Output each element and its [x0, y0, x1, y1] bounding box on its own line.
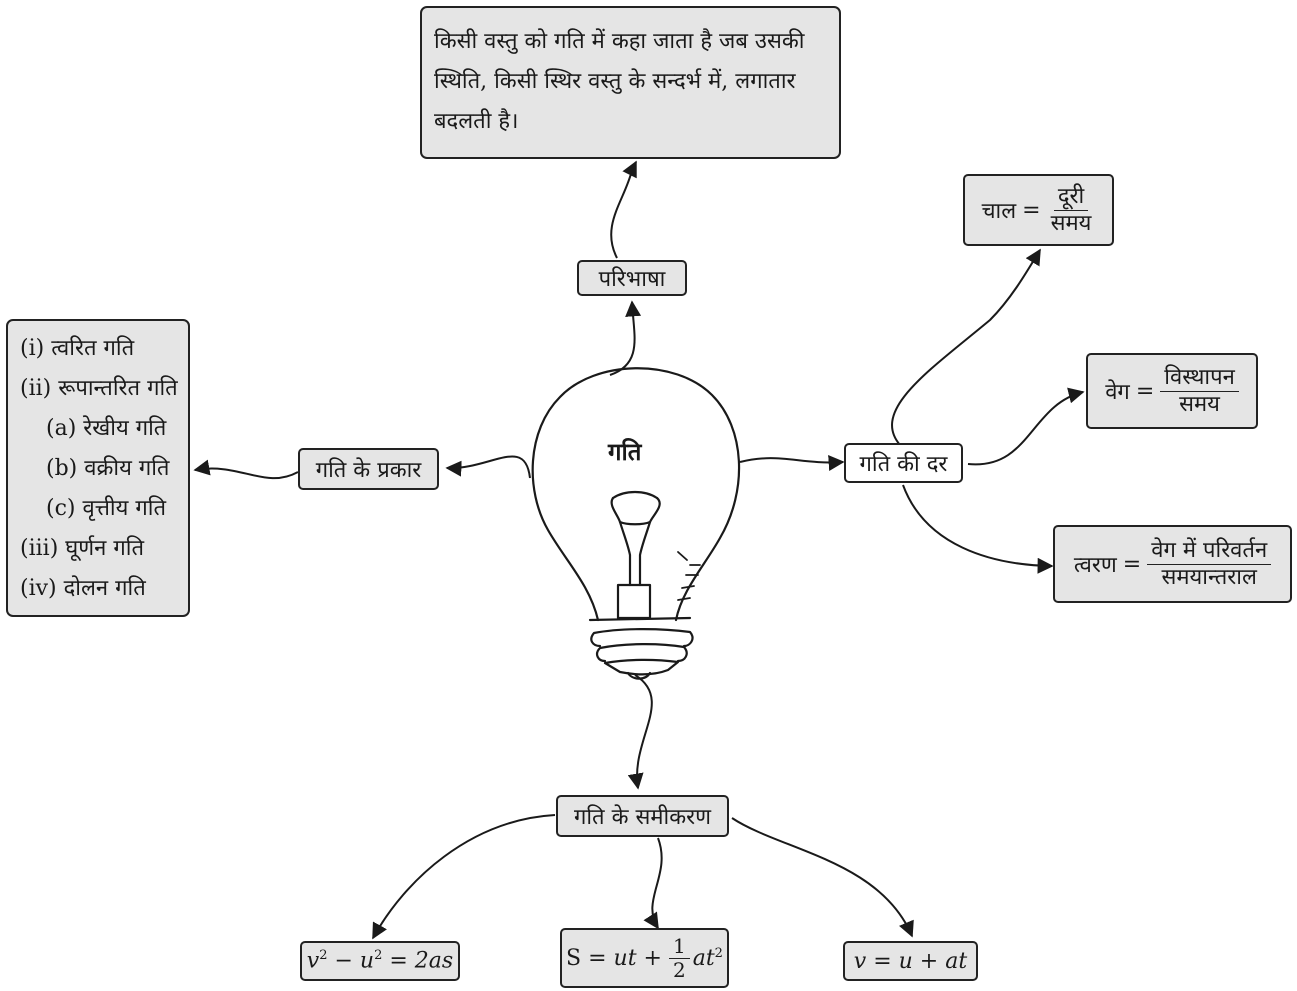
connector-equations-to-eq3	[731, 817, 914, 938]
speed-numerator: दूरी	[1053, 185, 1089, 211]
connector-rate-to-acceleration	[902, 484, 1054, 574]
velocity-numerator: विस्थापन	[1160, 366, 1239, 392]
speed-lhs: चाल	[981, 199, 1017, 224]
definition-line-1: किसी वस्तु को गति में कहा जाता है जब उसक…	[434, 29, 805, 54]
definition-line-2: स्थिति, किसी स्थिर वस्तु के सन्दर्भ में,…	[434, 69, 796, 94]
equation-1-rhs: = 2as	[382, 948, 454, 974]
acceleration-numerator: वेग में परिवर्तन	[1147, 539, 1272, 565]
velocity-denominator: समय	[1179, 391, 1220, 417]
connector-bulb-to-rate	[739, 455, 845, 471]
types-list-box: (i) त्वरित गति (ii) रूपान्तरित गति (a) र…	[6, 319, 190, 617]
velocity-formula-box: वेग = विस्थापन समय	[1086, 353, 1258, 429]
types-item-5: (c) वृत्तीय गति	[46, 496, 166, 521]
velocity-equals: =	[1135, 378, 1155, 404]
equations-node: गति के समीकरण	[556, 795, 729, 837]
velocity-fraction: विस्थापन समय	[1160, 366, 1239, 417]
connector-bulb-to-types	[445, 455, 531, 479]
acceleration-formula-box: त्वरण = वेग में परिवर्तन समयान्तराल	[1053, 525, 1292, 603]
equation-1: v2 − u2 = 2as	[307, 948, 453, 973]
definition-node: परिभाषा	[577, 260, 687, 296]
types-item-4: (b) वक्रीय गति	[46, 456, 170, 481]
center-topic-label: गति	[608, 437, 642, 466]
connector-equations-to-eq1	[372, 814, 556, 940]
acceleration-fraction: वेग में परिवर्तन समयान्तराल	[1147, 539, 1272, 590]
connector-types-to-list	[193, 459, 299, 480]
types-item-1: (i) त्वरित गति	[20, 336, 135, 361]
connector-bulb-to-definition-node	[609, 300, 642, 376]
equation-1-v: v	[306, 948, 320, 974]
speed-denominator: समय	[1050, 210, 1092, 236]
equation-2-exponent: 2	[714, 945, 723, 961]
equation-3: v = u + at	[853, 948, 968, 974]
definition-node-label: परिभाषा	[598, 267, 666, 292]
equation-2-fraction: 1 2	[668, 935, 690, 982]
equation-1-u-exponent: 2	[374, 948, 383, 964]
equations-node-label: गति के समीकरण	[573, 805, 712, 830]
types-node-label: गति के प्रकार	[315, 458, 422, 483]
equation-3-box: v = u + at	[843, 941, 978, 981]
connector-rate-to-speed	[891, 248, 1041, 446]
definition-box: किसी वस्तु को गति में कहा जाता है जब उसक…	[420, 6, 841, 159]
rate-node: गति की दर	[844, 443, 963, 483]
equation-2-lhs: S =	[566, 945, 614, 971]
connector-bulb-to-equations	[627, 674, 653, 790]
types-item-6: (iii) घूर्णन गति	[20, 536, 145, 561]
equation-1-u: u	[359, 948, 375, 974]
types-item-7: (iv) दोलन गति	[20, 576, 146, 601]
types-item-2: (ii) रूपान्तरित गति	[20, 376, 178, 401]
rate-node-label: गति की दर	[859, 452, 948, 477]
equation-2-denominator: 2	[672, 957, 686, 982]
equation-2-term-a: ut +	[613, 945, 669, 971]
equation-1-v-exponent: 2	[319, 948, 328, 964]
acceleration-denominator: समयान्तराल	[1161, 564, 1257, 590]
equation-2-numerator: 1	[668, 935, 690, 959]
connector-rate-to-velocity	[967, 387, 1085, 466]
equation-2-term-b: at	[692, 945, 715, 971]
acceleration-lhs: त्वरण	[1073, 553, 1117, 578]
types-item-3: (a) रेखीय गति	[46, 416, 167, 441]
connectors	[193, 160, 1085, 940]
speed-equals: =	[1022, 197, 1041, 223]
equation-1-box: v2 − u2 = 2as	[300, 941, 460, 981]
connector-equations-to-eq2	[643, 837, 663, 930]
types-node: गति के प्रकार	[298, 448, 439, 490]
definition-line-3: बदलती है।	[434, 109, 519, 134]
equation-1-minus: −	[327, 948, 360, 974]
speed-formula-box: चाल = दूरी समय	[963, 174, 1114, 246]
connector-definition-node-to-definition	[610, 160, 637, 259]
light-bulb-icon	[531, 367, 741, 680]
speed-fraction: दूरी समय	[1047, 185, 1096, 234]
velocity-lhs: वेग	[1105, 380, 1130, 405]
acceleration-equals: =	[1122, 551, 1142, 577]
